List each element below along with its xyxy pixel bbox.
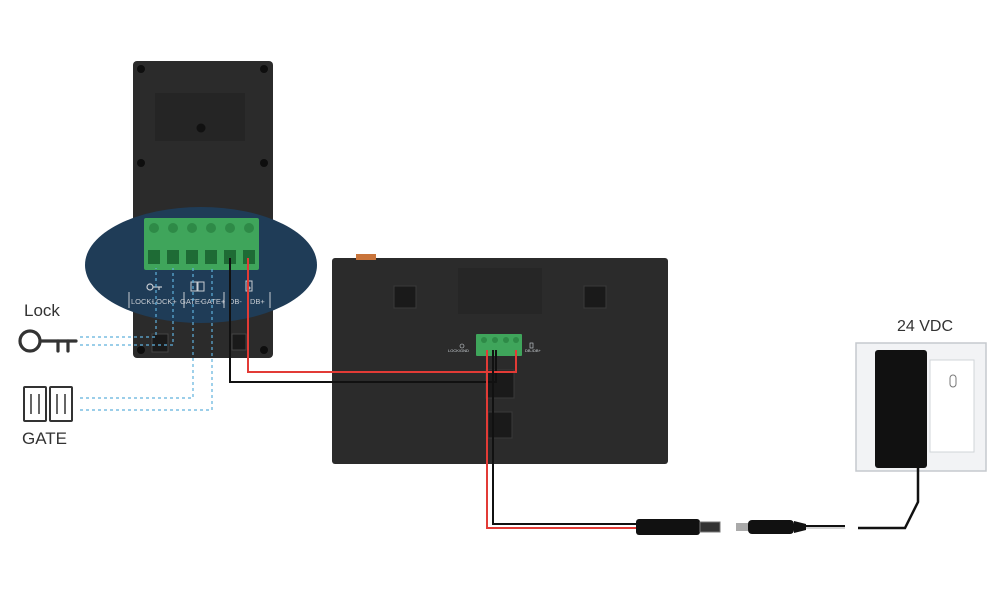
outdoor-terminal-label: GATE- xyxy=(180,297,203,306)
lock-label: Lock xyxy=(24,301,60,320)
outdoor-terminal-label: DB+ xyxy=(250,297,265,306)
terminal-zoom: LOCK-LOCK+GATE-GATE+DB- DB+ xyxy=(85,207,317,323)
outdoor-terminal-label: GATE+ xyxy=(201,297,226,306)
gate-door-icon xyxy=(23,386,73,422)
signal-lines xyxy=(80,268,213,411)
outdoor-terminal-label: LOCK- xyxy=(131,297,154,306)
gate-label: GATE xyxy=(22,429,68,448)
indoor-terminal-right-label: DB-/DB+ xyxy=(525,348,542,353)
power-supply-label: 24 VDC xyxy=(897,318,954,335)
gate-icon xyxy=(190,281,205,292)
outdoor-terminal-label: LOCK+ xyxy=(152,297,177,306)
power-wires xyxy=(486,350,636,529)
db-wires xyxy=(229,258,517,383)
lock-key-icon xyxy=(18,329,78,353)
indoor-terminal-left-label: LOCK/GND xyxy=(448,348,469,353)
outdoor-terminal-label: DB- xyxy=(229,297,242,306)
power-adapter-icon xyxy=(855,342,987,530)
dc-connector xyxy=(636,519,845,535)
key-icon xyxy=(146,283,162,291)
indoor-monitor: LOCK/GND DB-/DB+ xyxy=(332,254,668,464)
